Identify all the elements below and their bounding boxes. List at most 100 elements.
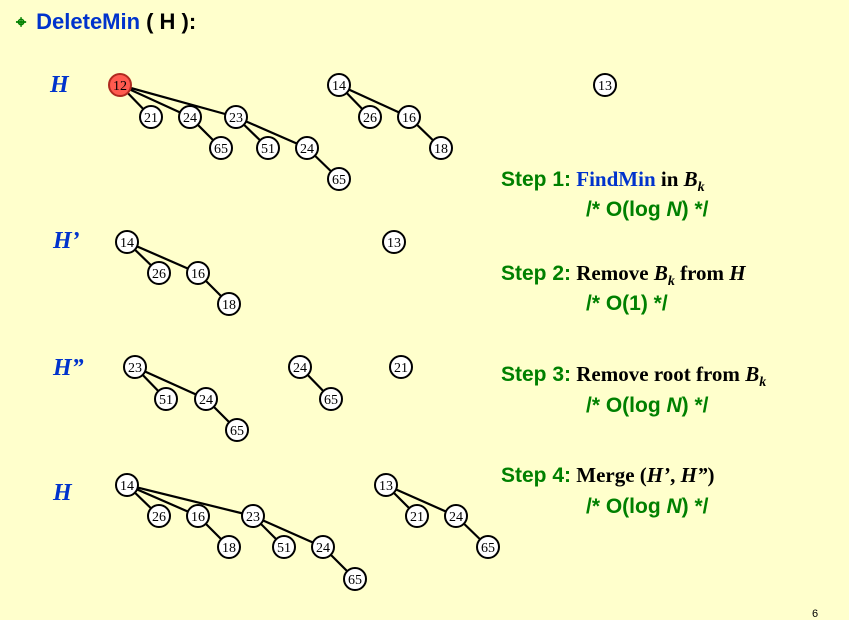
tree-node-key: 26 — [152, 267, 166, 282]
tree-node-circle — [147, 261, 171, 285]
tree-node-key: 24 — [316, 541, 330, 556]
tree-node-circle — [389, 355, 413, 379]
tree-node: 16 — [186, 261, 210, 285]
tree-node-key: 24 — [449, 510, 463, 525]
tree-node-circle — [405, 504, 429, 528]
tree-node-key: 18 — [222, 298, 236, 313]
heap-label-h-double-prime: H” — [53, 355, 84, 381]
step-text-part: B — [653, 261, 668, 285]
tree-node: 18 — [217, 292, 241, 316]
tree-edge — [126, 483, 199, 518]
tree-node-key: 18 — [222, 541, 236, 556]
tree-node: 51 — [272, 535, 296, 559]
tree-node-circle — [319, 387, 343, 411]
tree-node: 24 — [311, 535, 335, 559]
tree-node: 23 — [123, 355, 147, 379]
tree-node-key: 24 — [199, 393, 213, 408]
tree-node-key: 16 — [402, 111, 416, 126]
tree-node: 18 — [217, 535, 241, 559]
step-text-part: Merge ( — [571, 463, 647, 487]
tree-node: 26 — [147, 261, 171, 285]
step-lead: Step 2: — [501, 262, 572, 285]
step-1: Step 1: FindMin in Bk — [501, 167, 705, 196]
complexity-part: /* O(log — [586, 198, 667, 221]
title-args: ( H ): — [146, 9, 197, 34]
complexity-part: N — [666, 198, 682, 221]
tree-node-circle — [444, 504, 468, 528]
complexity-part: /* O(log — [586, 394, 667, 417]
tree-node: 65 — [327, 167, 351, 191]
tree-node-key: 21 — [410, 510, 424, 525]
complexity-part: /* O(log — [586, 495, 667, 518]
step-text-part: k — [667, 274, 675, 290]
tree-node-circle — [123, 355, 147, 379]
tree-node-circle — [186, 504, 210, 528]
tree-node-circle — [593, 73, 617, 97]
tree-node: 65 — [476, 535, 500, 559]
tree-node-key: 13 — [379, 479, 393, 494]
tree-node-key: 21 — [394, 361, 408, 376]
heap-label-h-prime: H’ — [53, 228, 80, 254]
tree-node-circle — [108, 73, 132, 97]
tree-node-circle — [327, 73, 351, 97]
tree-node-circle — [209, 136, 233, 160]
tree-node-circle — [186, 261, 210, 285]
tree-edge — [126, 240, 199, 275]
step-lead: Step 1: — [501, 168, 572, 191]
tree-edge — [385, 483, 457, 518]
tree-node: 23 — [241, 504, 265, 528]
slide-title: ⌖ DeleteMin ( H ): — [16, 9, 196, 35]
tree-node-key: 24 — [300, 142, 314, 157]
tree-node-circle — [194, 387, 218, 411]
tree-node-key: 14 — [332, 79, 346, 94]
tree-node: 14 — [327, 73, 351, 97]
tree-node: 23 — [224, 105, 248, 129]
tree-node-key: 18 — [434, 142, 448, 157]
tree-edge — [119, 83, 237, 119]
heap-label-h-result: H — [53, 480, 72, 506]
tree-node-key: 14 — [120, 479, 134, 494]
tree-node: 51 — [154, 387, 178, 411]
complexity-part: N — [666, 394, 682, 417]
complexity-part: /* O(1) */ — [586, 292, 668, 315]
complexity-part: N — [666, 495, 682, 518]
step-lead: Step 3: — [501, 363, 572, 386]
tree-node-circle — [382, 230, 406, 254]
tree-node-key: 16 — [191, 510, 205, 525]
tree-node-circle — [288, 355, 312, 379]
tree-node: 14 — [115, 473, 139, 497]
tree-node-circle — [343, 567, 367, 591]
tree-node-circle — [241, 504, 265, 528]
complexity-part: ) */ — [681, 198, 709, 221]
step-4: Step 4: Merge (H’, H”) — [501, 463, 714, 488]
step-3-complexity: /* O(log N) */ — [586, 394, 709, 418]
tree-edge — [126, 483, 254, 518]
tree-node-circle — [397, 105, 421, 129]
tree-node-circle — [217, 535, 241, 559]
tree-edge — [119, 83, 191, 119]
step-4-complexity: /* O(log N) */ — [586, 495, 709, 519]
tree-node: 51 — [256, 136, 280, 160]
tree-node-circle — [429, 136, 453, 160]
tree-node-circle — [327, 167, 351, 191]
tree-node-circle — [256, 136, 280, 160]
tree-node-key: 65 — [481, 541, 495, 556]
step-text-part: k — [759, 375, 767, 391]
tree-node-key: 14 — [120, 236, 134, 251]
complexity-part: ) */ — [681, 394, 709, 417]
step-1-complexity: /* O(log N) */ — [586, 198, 709, 222]
step-text-part: ) — [707, 463, 715, 487]
title-function-name: DeleteMin — [36, 9, 141, 34]
step-lead: Step 4: — [501, 464, 572, 487]
step-2-complexity: /* O(1) */ — [586, 292, 668, 316]
step-text-part: Remove — [571, 261, 654, 285]
step-text-part: FindMin — [571, 167, 656, 191]
tree-node: 16 — [397, 105, 421, 129]
step-text-part: H” — [680, 463, 708, 487]
tree-node-key: 23 — [128, 361, 142, 376]
step-text-part: H’ — [646, 463, 671, 487]
tree-node-circle — [295, 136, 319, 160]
tree-node-key: 12 — [113, 79, 127, 94]
